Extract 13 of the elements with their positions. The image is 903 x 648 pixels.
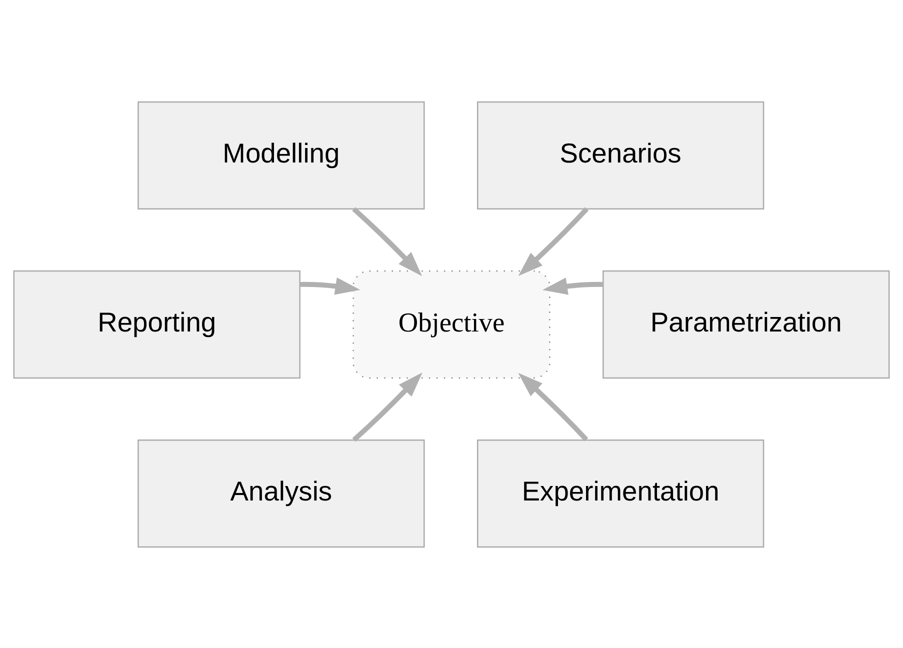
node-box: Scenarios <box>476 100 764 209</box>
node-box: Parametrization <box>602 270 890 378</box>
arrow <box>300 277 360 294</box>
arrow <box>518 372 588 441</box>
arrow <box>518 206 589 276</box>
arrow <box>542 277 603 294</box>
node-box: Analysis <box>138 439 425 548</box>
node-box: Reporting <box>13 270 300 378</box>
arrow <box>352 372 422 442</box>
node-box: Objective <box>352 270 550 378</box>
node-box: Experimentation <box>476 439 764 548</box>
arrow <box>352 206 422 276</box>
node-box: Modelling <box>138 100 425 209</box>
